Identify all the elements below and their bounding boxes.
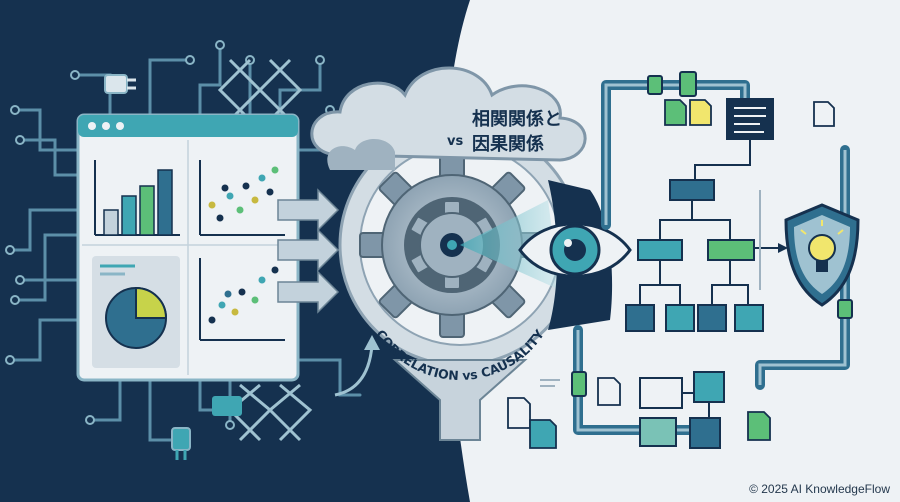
pie-chart-icon	[92, 256, 180, 368]
braided-cable-top	[217, 58, 303, 122]
funnel-icon	[392, 359, 528, 441]
light-beam	[460, 200, 560, 290]
gear-icon	[359, 152, 545, 338]
bar-chart-icon	[94, 160, 180, 236]
pipe-joints	[571, 71, 853, 397]
arrow-right-icons	[277, 188, 340, 314]
scatter-plot-icon	[199, 160, 285, 236]
connector-block	[212, 396, 242, 416]
window-dot-icon	[116, 122, 124, 130]
plug-icon	[104, 74, 136, 94]
flowchart-top-box	[726, 98, 774, 140]
plug-icon-bottom	[171, 427, 191, 460]
decorative-lines	[540, 190, 761, 387]
document-icons	[507, 99, 835, 449]
copyright-text: © 2025 AI KnowledgeFlow	[749, 482, 890, 496]
flowchart	[625, 98, 788, 449]
cloud-title-line1: 相関関係と	[472, 108, 562, 130]
braided-cable-bottom	[227, 383, 313, 442]
window-dot-icon	[102, 122, 110, 130]
cloud-vs-label: vs	[447, 134, 463, 149]
cloud-icon	[310, 66, 587, 170]
cloud-title-line2: 因果関係	[472, 133, 544, 155]
shield-lightbulb-icon	[784, 203, 860, 307]
curved-arrow-icon	[334, 344, 374, 397]
scatter-plot-icon-2	[199, 258, 285, 341]
eye-icon	[518, 180, 632, 330]
arrow-head-icon	[364, 335, 380, 350]
window-dot-icon	[88, 122, 96, 130]
